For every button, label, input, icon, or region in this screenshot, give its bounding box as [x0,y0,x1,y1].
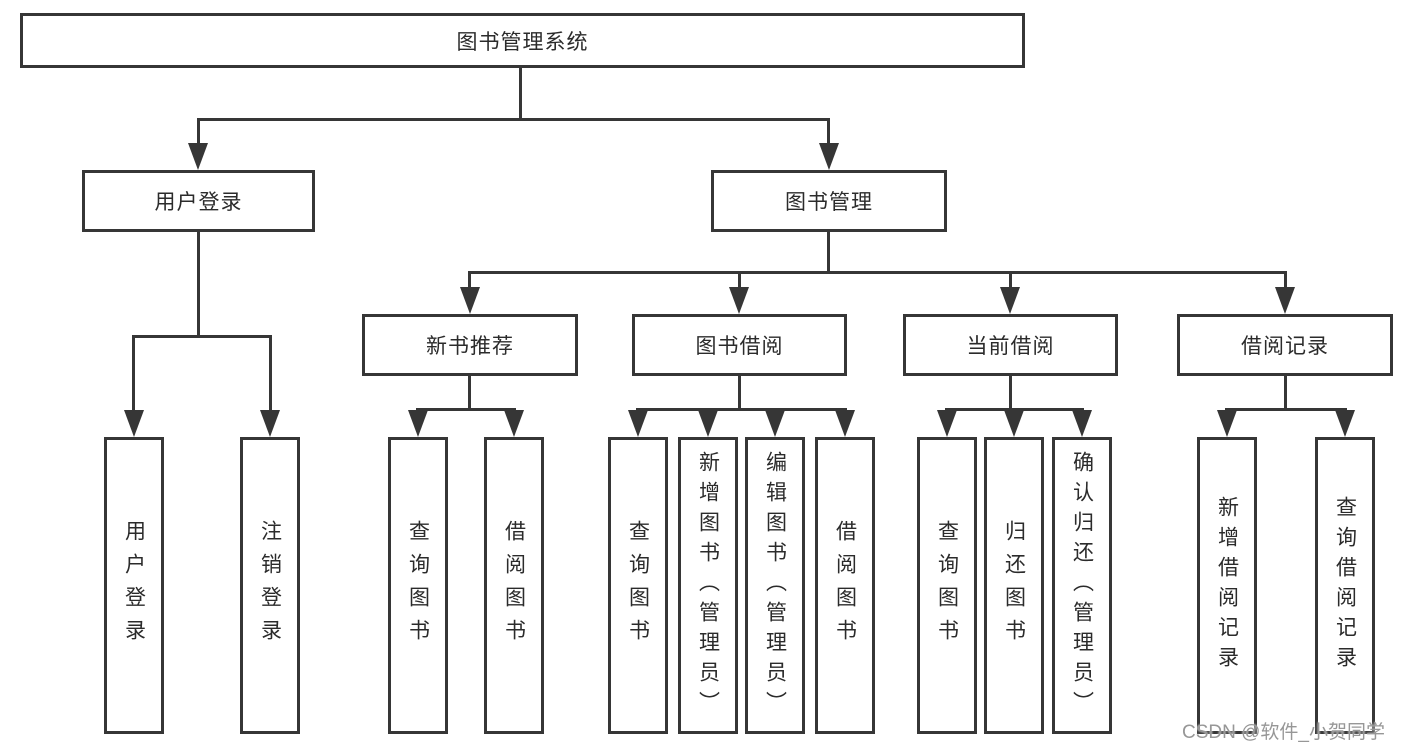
connector-line [1009,376,1012,408]
connector-line [416,408,516,411]
leaf-confirm-return-admin-label: 确认归还（管理员） [1070,450,1094,721]
leaf-return-books: 归还图书 [984,437,1044,734]
arrowhead-down-icon [188,143,208,170]
arrowhead-down-icon [937,410,957,437]
arrowhead-down-icon [460,287,480,314]
connector-line [468,271,471,291]
leaf-borrow-books-borrowing: 借阅图书 [815,437,875,734]
node-current-borrowing: 当前借阅 [903,314,1118,376]
arrowhead-down-icon [504,410,524,437]
leaf-borrow-books-recommend-label: 借阅图书 [502,519,526,652]
arrowhead-down-icon [260,410,280,437]
arrowhead-down-icon [1072,410,1092,437]
arrowhead-down-icon [698,410,718,437]
connector-line [197,118,830,121]
leaf-query-borrow-record-label: 查询借阅记录 [1333,495,1357,676]
leaf-query-borrow-record: 查询借阅记录 [1315,437,1375,734]
arrowhead-down-icon [628,410,648,437]
node-root-label: 图书管理系统 [456,30,589,54]
node-user-login-label: 用户登录 [154,191,243,214]
node-borrowing-records: 借阅记录 [1177,314,1393,376]
arrowhead-down-icon [765,410,785,437]
connector-line [636,408,847,411]
leaf-add-book-admin-label: 新增图书（管理员） [696,450,720,721]
connector-line [197,232,200,335]
leaf-return-books-label: 归还图书 [1002,519,1026,652]
leaf-query-books-current: 查询图书 [917,437,977,734]
node-book-borrowing: 图书借阅 [632,314,847,376]
arrowhead-down-icon [1275,287,1295,314]
leaf-user-login: 用户登录 [104,437,164,734]
connector-line [132,335,272,338]
leaf-borrow-books-borrowing-label: 借阅图书 [833,519,857,652]
arrowhead-down-icon [124,410,144,437]
leaf-logout-label: 注销登录 [258,519,282,652]
node-book-management-label: 图书管理 [785,191,873,214]
connector-line [132,335,135,413]
node-book-borrowing-label: 图书借阅 [695,335,784,358]
arrowhead-down-icon [819,143,839,170]
connector-line [197,118,200,146]
connector-line [1225,408,1347,411]
leaf-add-borrow-record-label: 新增借阅记录 [1215,495,1239,676]
node-new-book-recommendation-label: 新书推荐 [426,335,514,358]
connector-line [269,335,272,413]
arrowhead-down-icon [1335,410,1355,437]
arrowhead-down-icon [1000,287,1020,314]
connector-line [945,408,1084,411]
leaf-logout: 注销登录 [240,437,300,734]
connector-line [519,68,522,118]
watermark: CSDN @软件_小贺同学 [1182,722,1385,743]
leaf-query-books-recommend: 查询图书 [388,437,448,734]
node-new-book-recommendation: 新书推荐 [362,314,578,376]
arrowhead-down-icon [729,287,749,314]
arrowhead-down-icon [1217,410,1237,437]
node-user-login: 用户登录 [82,170,315,232]
connector-line [738,376,741,408]
connector-line [468,376,471,408]
leaf-edit-book-admin-label: 编辑图书（管理员） [763,450,787,721]
connector-line [827,232,830,271]
arrowhead-down-icon [408,410,428,437]
connector-line [738,271,741,291]
connector-line [1009,271,1012,291]
connector-line [1284,376,1287,408]
leaf-user-login-label: 用户登录 [122,519,146,652]
node-root: 图书管理系统 [20,13,1025,68]
node-borrowing-records-label: 借阅记录 [1241,335,1329,358]
connector-line [827,118,830,146]
connector-line [1284,271,1287,291]
leaf-query-books-recommend-label: 查询图书 [406,519,430,652]
leaf-confirm-return-admin: 确认归还（管理员） [1052,437,1112,734]
leaf-add-book-admin: 新增图书（管理员） [678,437,738,734]
leaf-query-books-current-label: 查询图书 [935,519,959,652]
node-current-borrowing-label: 当前借阅 [966,335,1055,358]
connector-line [468,271,1287,274]
arrowhead-down-icon [1004,410,1024,437]
leaf-query-books-borrowing-label: 查询图书 [626,519,650,652]
leaf-query-books-borrowing: 查询图书 [608,437,668,734]
arrowhead-down-icon [835,410,855,437]
leaf-borrow-books-recommend: 借阅图书 [484,437,544,734]
leaf-edit-book-admin: 编辑图书（管理员） [745,437,805,734]
node-book-management: 图书管理 [711,170,947,232]
leaf-add-borrow-record: 新增借阅记录 [1197,437,1257,734]
